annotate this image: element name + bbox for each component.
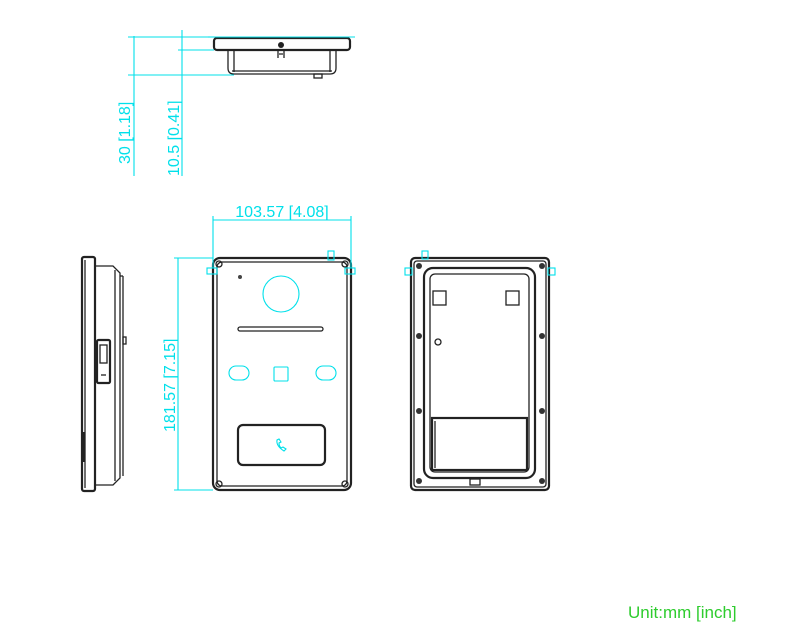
front-view-dimensions bbox=[174, 216, 352, 491]
top-view-dimensions bbox=[128, 30, 355, 176]
microphone-icon bbox=[238, 275, 242, 279]
call-button bbox=[236, 423, 327, 467]
height-label: 181.57 [7.15] bbox=[162, 339, 179, 432]
width-label: 103.57 [4.08] bbox=[235, 204, 328, 221]
side-view bbox=[80, 255, 127, 493]
card-reader-area bbox=[273, 366, 289, 382]
front-view bbox=[206, 250, 356, 492]
camera-lens bbox=[262, 275, 300, 313]
phone-icon bbox=[276, 438, 287, 452]
total-depth-label: 30 [1.18] bbox=[117, 102, 134, 164]
back-view bbox=[404, 250, 556, 492]
indicator-right bbox=[315, 365, 337, 381]
top-view bbox=[212, 36, 352, 79]
indicator-left bbox=[228, 365, 250, 381]
unit-label: Unit:mm [inch] bbox=[628, 603, 737, 622]
flange-depth-label: 10.5 [0.41] bbox=[166, 100, 183, 176]
